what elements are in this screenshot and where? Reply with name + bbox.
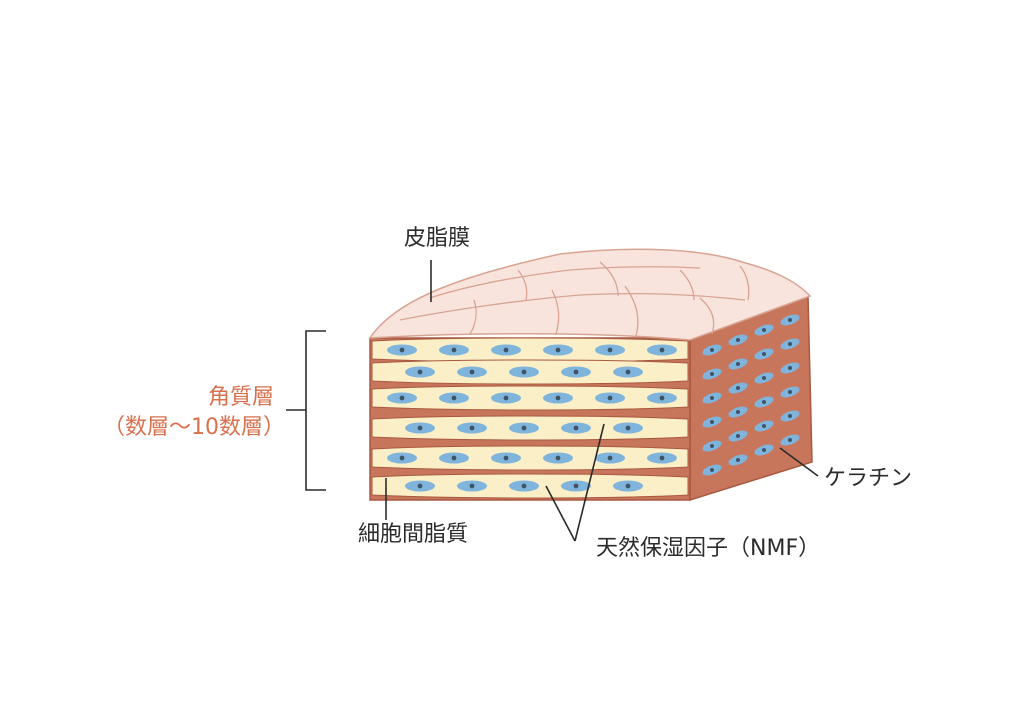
cell-nucleus bbox=[762, 352, 766, 356]
cell-nucleus bbox=[762, 328, 766, 332]
cell-nucleus bbox=[625, 425, 631, 431]
label-stratum-corneum: 角質層 bbox=[207, 385, 274, 410]
cell-nucleus bbox=[788, 342, 792, 346]
cell-nucleus bbox=[399, 395, 405, 401]
cell-nucleus bbox=[521, 425, 527, 431]
cell-nucleus bbox=[762, 424, 766, 428]
cell-nucleus bbox=[555, 347, 561, 353]
cell-nucleus bbox=[555, 395, 561, 401]
cell-nucleus bbox=[625, 483, 631, 489]
label-keratin: ケラチン bbox=[824, 466, 913, 491]
stratum-corneum-bracket bbox=[305, 330, 326, 491]
cell-nucleus bbox=[521, 483, 527, 489]
cell-nucleus bbox=[469, 425, 475, 431]
lipid-band bbox=[371, 385, 689, 411]
cell-nucleus bbox=[736, 410, 740, 414]
cell-nucleus bbox=[762, 448, 766, 452]
nmf-pointer-right bbox=[574, 423, 605, 542]
cell-nucleus bbox=[607, 455, 613, 461]
cell-nucleus bbox=[659, 347, 665, 353]
lipid-band bbox=[371, 445, 689, 471]
cell-nucleus bbox=[417, 425, 423, 431]
cell-nucleus bbox=[788, 438, 792, 442]
cell-nucleus bbox=[659, 455, 665, 461]
cell-nucleus bbox=[762, 376, 766, 380]
cell-nucleus bbox=[710, 444, 714, 448]
cell-nucleus bbox=[736, 386, 740, 390]
cell-nucleus bbox=[503, 347, 509, 353]
cell-nucleus bbox=[503, 395, 509, 401]
label-intercellular-lipid: 細胞間脂質 bbox=[358, 522, 469, 547]
cell-nucleus bbox=[503, 455, 509, 461]
cell-nucleus bbox=[469, 483, 475, 489]
label-sebum-film: 皮脂膜 bbox=[404, 226, 471, 251]
cell-nucleus bbox=[710, 420, 714, 424]
cell-nucleus bbox=[573, 483, 579, 489]
cell-nucleus bbox=[573, 425, 579, 431]
cell-nucleus bbox=[788, 390, 792, 394]
cell-nucleus bbox=[659, 395, 665, 401]
cell-nucleus bbox=[788, 414, 792, 418]
sebum-film-cell-lines bbox=[399, 261, 750, 337]
cell-nucleus bbox=[710, 396, 714, 400]
label-stratum-corneum-layers: （数層〜10数層） bbox=[103, 415, 285, 440]
cell-nucleus bbox=[736, 362, 740, 366]
cell-nucleus bbox=[788, 318, 792, 322]
cell-nucleus bbox=[736, 434, 740, 438]
lipid-band bbox=[371, 337, 689, 363]
cell-nucleus bbox=[762, 400, 766, 404]
cell-nucleus bbox=[607, 347, 613, 353]
cell-nucleus bbox=[710, 372, 714, 376]
cell-nucleus bbox=[625, 369, 631, 375]
cell-nucleus bbox=[573, 369, 579, 375]
cell-nucleus bbox=[555, 455, 561, 461]
cell-nucleus bbox=[521, 369, 527, 375]
cell-nucleus bbox=[788, 366, 792, 370]
cell-nucleus bbox=[451, 395, 457, 401]
cell-nucleus bbox=[736, 458, 740, 462]
cell-nucleus bbox=[736, 338, 740, 342]
nmf-pointer-left bbox=[545, 485, 576, 542]
pointer-lines bbox=[286, 260, 819, 542]
cell-nucleus bbox=[417, 483, 423, 489]
label-nmf: 天然保湿因子（NMF） bbox=[596, 536, 821, 561]
cell-nucleus bbox=[451, 347, 457, 353]
cell-nucleus bbox=[607, 395, 613, 401]
cell-nucleus bbox=[469, 369, 475, 375]
cell-nucleus bbox=[417, 369, 423, 375]
front-face-layers bbox=[371, 337, 689, 499]
cell-nucleus bbox=[399, 455, 405, 461]
keratin-pointer bbox=[779, 447, 819, 477]
cell-nucleus bbox=[451, 455, 457, 461]
cell-nucleus bbox=[710, 348, 714, 352]
cell-nucleus bbox=[710, 468, 714, 472]
side-face-cells bbox=[702, 314, 800, 476]
cell-nucleus bbox=[399, 347, 405, 353]
